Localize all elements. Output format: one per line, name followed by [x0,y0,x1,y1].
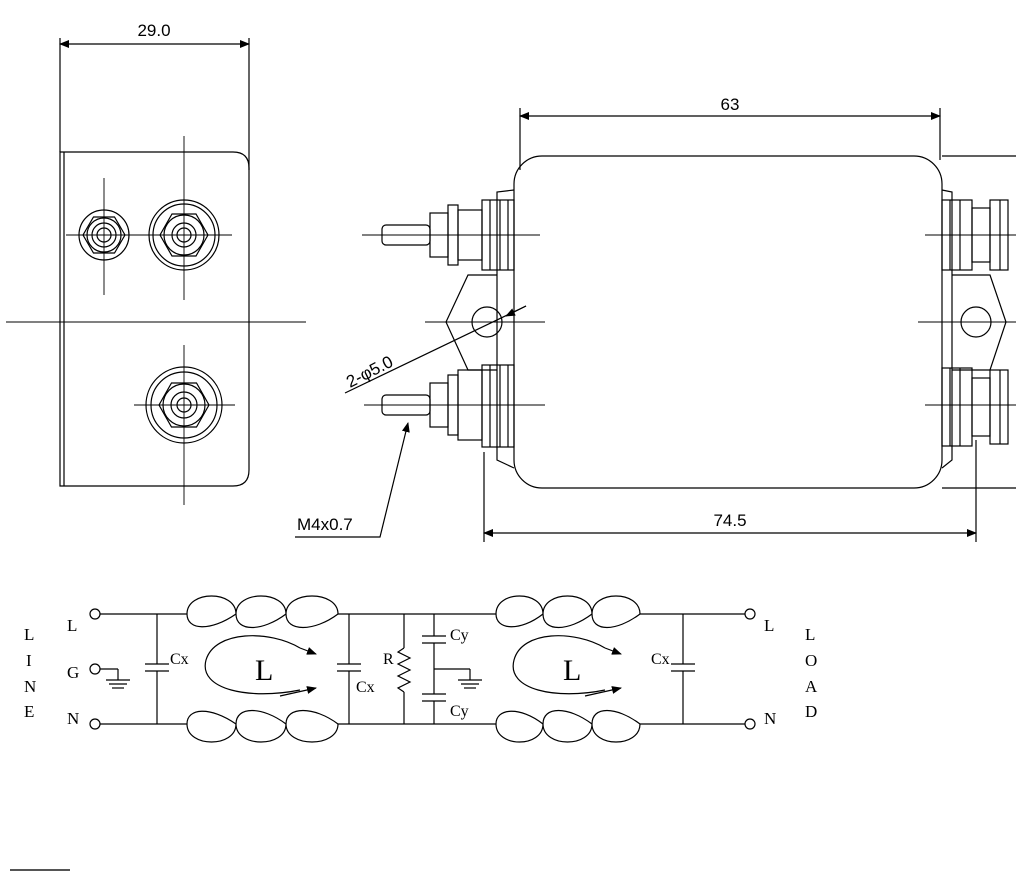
stud-right-top-icon [941,199,1009,271]
capacitor-cx-input-icon [145,614,169,724]
capacitor-cx-output-icon [671,614,695,724]
resistor-icon [396,614,412,724]
load-word-4: D [805,702,817,721]
inductor-2-icon [495,595,641,743]
load-word-1: L [805,625,815,644]
line-word-3: N [24,677,36,696]
resistor-label: R [383,651,394,668]
top-view [295,108,1016,542]
cx-input-label: Cx [170,651,189,668]
inductor-2-label: L [563,654,581,687]
dim-body-length-label: 63 [721,95,740,114]
stud-right-bottom-icon [941,367,1009,447]
cy-bottom-label: Cy [450,703,469,720]
stud-left-bottom-icon [381,364,515,448]
capacitor-cy-icon [422,614,482,724]
stud-left-top-icon [381,199,515,271]
line-L-label: L [67,616,77,635]
dim-width-label: 29.0 [137,21,170,40]
side-view [6,38,306,505]
load-N-label: N [764,709,776,728]
capacitor-cx-mid-icon [337,614,361,724]
schematic [89,595,756,743]
load-L-label: L [764,616,774,635]
cy-top-label: Cy [450,627,469,644]
line-word-2: I [26,651,32,670]
thread-label: M4x0.7 [297,515,353,534]
load-word-3: A [805,677,818,696]
terminal-large-top-icon [148,199,220,271]
line-word-1: L [24,625,34,644]
line-N-label: N [67,709,79,728]
cx-mid-label: Cx [356,679,375,696]
load-word-2: O [805,651,817,670]
terminal-large-bottom-icon [145,366,223,444]
inductor-1-icon [186,595,339,743]
inductor-1-label: L [255,654,273,687]
line-word-4: E [24,702,34,721]
dim-overall-length-label: 74.5 [713,511,746,530]
cx-output-label: Cx [651,651,670,668]
terminal-small-icon [78,209,130,261]
line-G-label: G [67,663,79,682]
mount-holes-label: 2-φ5.0 [343,352,396,392]
ground-line-icon [100,668,130,689]
